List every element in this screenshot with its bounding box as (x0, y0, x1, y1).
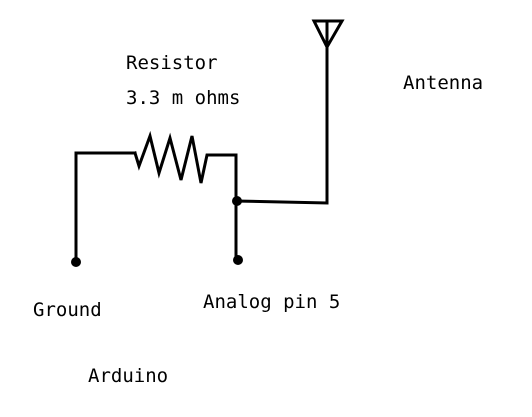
ground-terminal (71, 257, 81, 267)
junction-node (232, 196, 242, 206)
resistor-label: Resistor (126, 52, 218, 74)
antenna-label: Antenna (403, 72, 484, 94)
antenna-wire (234, 45, 329, 205)
analog-pin-label: Analog pin 5 (203, 291, 341, 313)
resistor-symbol (133, 130, 238, 184)
resistance-value-label: 3.3 m ohms (126, 87, 241, 109)
ground-label: Ground (33, 299, 102, 321)
ground-wire (74, 151, 137, 264)
arduino-label: Arduino (88, 365, 169, 387)
analog-pin-terminal (233, 255, 243, 265)
antenna-icon (311, 19, 345, 51)
